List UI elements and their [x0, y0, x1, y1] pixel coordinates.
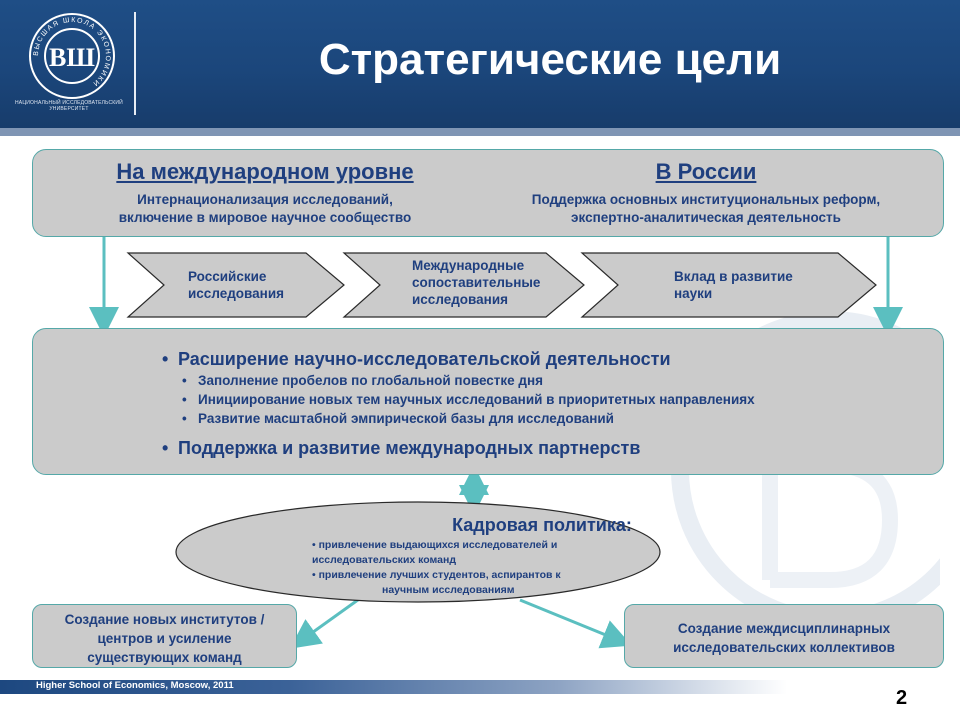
- logo-caption: НАЦИОНАЛЬНЫЙ ИССЛЕДОВАТЕЛЬСКИЙ УНИВЕРСИТ…: [15, 100, 123, 112]
- sub-bullet-2: •Инициирование новых тем научных исследо…: [182, 392, 755, 407]
- russia-desc-line-2: экспертно-аналитическая деятельность: [571, 210, 841, 225]
- right-diagonal-arrow: [519, 598, 632, 649]
- russia-desc-line-1: Поддержка основных институциональных реф…: [531, 192, 881, 207]
- hr-policy-line-2: исследовательских команд: [312, 554, 457, 566]
- footer-text: Higher School of Economics, Moscow, 2011: [36, 680, 234, 691]
- hr-policy-line-3: • привлечение лучших студентов, аспирант…: [312, 569, 561, 581]
- header-banner: [0, 0, 960, 128]
- hse-logo: ВЫСШАЯ ШКОЛА ЭКОНОМИКИ ВШ: [22, 10, 130, 118]
- left-diagonal-arrow: [289, 595, 363, 649]
- hr-policy-line-4: научным исследованиям: [382, 584, 515, 596]
- page-title: Стратегические цели: [318, 35, 782, 84]
- hr-policy-title: Кадровая политика:: [452, 515, 632, 535]
- header-band: [0, 128, 960, 136]
- top-goals-box: [32, 149, 944, 237]
- sub-bullet-3: •Развитие масштабной эмпирической базы д…: [182, 411, 614, 426]
- international-title: На международном уровне: [116, 159, 414, 184]
- logo-monogram: ВШ: [49, 43, 95, 72]
- bullet-partnerships: •Поддержка и развитие международных парт…: [162, 438, 641, 458]
- chevron-science-contribution: [580, 252, 877, 318]
- hr-policy-line-1: • привлечение выдающихся исследователей …: [312, 539, 558, 551]
- hr-policy-ellipse: [175, 501, 661, 603]
- bullet-research-expansion: •Расширение научно-исследовательской дея…: [162, 349, 671, 369]
- new-institutes-box: Создание новых институтов /центров и уси…: [32, 604, 297, 668]
- chevron-russian-research: [126, 252, 345, 318]
- international-desc-line-1: Интернационализация исследований,: [137, 192, 393, 207]
- research-activities-box: [32, 328, 944, 475]
- header-divider: [134, 12, 136, 115]
- russia-title: В России: [655, 159, 757, 184]
- sub-bullet-1: •Заполнение пробелов по глобальной повес…: [182, 373, 544, 388]
- international-desc-line-2: включение в мировое научное сообщество: [118, 210, 412, 225]
- page-number: 2: [896, 687, 908, 709]
- footer-bar: [0, 680, 960, 694]
- chevron-international-research: [342, 252, 585, 318]
